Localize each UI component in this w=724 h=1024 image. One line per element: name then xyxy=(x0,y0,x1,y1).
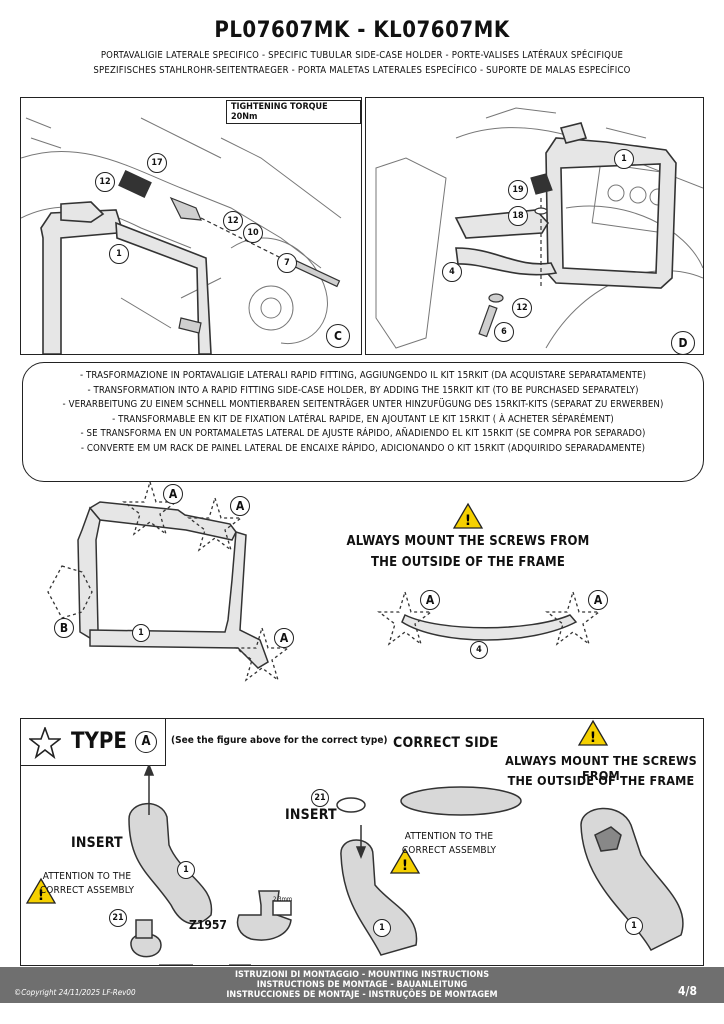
type-a-box: TYPE A (See the figure above for the cor… xyxy=(20,718,704,966)
subtitle-line-1: PORTAVALIGIE LATERALE SPECIFICO - SPECIF… xyxy=(100,50,624,61)
note-en: - TRANSFORMATION INTO A RAPID FITTING SI… xyxy=(87,384,639,396)
warning-screws-right-line-2: THE OUTSIDE OF THE FRAME xyxy=(507,773,695,788)
attention-left-line-2: CORRECT ASSEMBLY xyxy=(39,885,135,896)
copyright: ©Copyright 24/11/2025 LF-Rev00 xyxy=(14,988,136,997)
conversion-notes-box: - TRASFORMAZIONE IN PORTAVALIGIE LATERAL… xyxy=(22,362,704,482)
subtitle-line-2: SPEZIFISCHES STAHLROHR-SEITENTRAEGER - P… xyxy=(93,65,631,76)
attention-left-line-1: ATTENTION TO THE xyxy=(42,871,132,882)
callout-4: 4 xyxy=(442,262,462,282)
note-it: - TRASFORMAZIONE IN PORTAVALIGIE LATERAL… xyxy=(79,370,647,381)
warning-screws-right-line-1: ALWAYS MOUNT THE SCREWS FROM xyxy=(505,753,697,783)
part-z1957-label: Z1957 xyxy=(189,918,227,932)
callout-12-second: 12 xyxy=(223,211,243,231)
callout-7: 7 xyxy=(277,253,297,273)
page-number: 4/8 xyxy=(678,984,697,998)
note-de: - VERARBEITUNG ZU EINEM SCHNELL MONTIERB… xyxy=(62,399,664,411)
callout-19: 19 xyxy=(508,180,528,200)
svg-text:!: ! xyxy=(590,730,596,746)
type-a-marker-2: A xyxy=(230,496,250,516)
figure-c-panel: TIGHTENING TORQUE 20Nm 17 12 12 10 7 1 C xyxy=(20,97,362,355)
type-a-marker-4: A xyxy=(420,590,440,610)
part-21-callout-mid: 21 xyxy=(311,789,329,807)
star-icon xyxy=(29,727,61,759)
attention-mid-line-2: CORRECT ASSEMBLY xyxy=(401,845,497,856)
figure-c-corner-label: C xyxy=(326,324,350,348)
footer-line-1: ISTRUZIONI DI MONTAGGIO - MOUNTING INSTR… xyxy=(234,970,490,980)
warning-icon-left xyxy=(25,877,57,904)
type-location-diagram: ! xyxy=(47,480,601,682)
part-1-callout-left: 1 xyxy=(177,861,195,879)
callout-1: 1 xyxy=(109,244,129,264)
type-label: TYPE xyxy=(71,729,127,754)
svg-text:!: ! xyxy=(38,888,44,904)
warning-screws-line-1: ALWAYS MOUNT THE SCREWS FROM xyxy=(346,534,590,549)
warning-icon-mid xyxy=(389,847,421,874)
callout-d-1: 1 xyxy=(614,149,634,169)
footer-titles: ISTRUZIONI DI MONTAGGIO - MOUNTING INSTR… xyxy=(150,970,574,1000)
insert-label-mid: INSERT xyxy=(285,807,337,823)
torque-label: TIGHTENING TORQUE 20Nm xyxy=(226,100,361,124)
note-fr: - TRANSFORMABLE EN KIT DE FIXATION LATÉR… xyxy=(112,413,614,425)
svg-text:!: ! xyxy=(402,858,408,874)
insert-label-left: INSERT xyxy=(71,835,123,851)
footer-bar xyxy=(0,967,724,1003)
part-1-callout-right: 1 xyxy=(625,917,643,935)
svg-text:!: ! xyxy=(465,513,471,529)
type-note: (See the figure above for the correct ty… xyxy=(171,735,388,746)
type-header: TYPE A xyxy=(21,719,166,766)
type-a-marker-3: A xyxy=(274,628,294,648)
figure-d-panel: 1 19 18 4 12 6 D xyxy=(365,97,704,355)
figure-d-illustration xyxy=(375,107,704,349)
warning-icon-right-top: ! xyxy=(577,719,609,746)
footer-line-3: INSTRUCCIONES DE MONTAJE - INSTRUÇÕES DE… xyxy=(226,990,498,1000)
type-a-marker-5: A xyxy=(588,590,608,610)
dimension-label: 2.3mm xyxy=(273,896,293,903)
type-letter: A xyxy=(135,731,157,753)
part-4-callout: 4 xyxy=(470,641,488,659)
note-pt: - CONVERTE EM UM RACK DE PAINEL LATERAL … xyxy=(80,442,646,454)
callout-12: 12 xyxy=(95,172,115,192)
footer-line-2: INSTRUCTIONS DE MONTAGE - BAUANLEITUNG xyxy=(256,980,468,990)
warning-screws-line-2: THE OUTSIDE OF THE FRAME xyxy=(370,555,566,570)
part-1-callout-mid: 1 xyxy=(373,919,391,937)
part-21-callout-left: 21 xyxy=(109,909,127,927)
figure-d-corner-label: D xyxy=(671,331,695,355)
document-title: PL07607MK - KL07607MK xyxy=(214,18,510,43)
warning-icon xyxy=(452,502,484,529)
part-1-callout: 1 xyxy=(132,624,150,642)
attention-mid-line-1: ATTENTION TO THE xyxy=(404,831,494,842)
callout-10: 10 xyxy=(243,223,263,243)
callout-17: 17 xyxy=(147,153,167,173)
callout-6: 6 xyxy=(494,322,514,342)
callout-d-12: 12 xyxy=(512,298,532,318)
callout-18: 18 xyxy=(508,206,528,226)
note-es: - SE TRANSFORMA EN UN PORTAMALETAS LATER… xyxy=(80,428,646,440)
type-b-marker: B xyxy=(54,618,74,638)
correct-side-label: CORRECT SIDE xyxy=(393,735,499,751)
type-a-marker-1: A xyxy=(163,484,183,504)
type-a-assembly-illustration: ! ! ! xyxy=(25,765,684,965)
figure-c-illustration xyxy=(20,117,342,355)
